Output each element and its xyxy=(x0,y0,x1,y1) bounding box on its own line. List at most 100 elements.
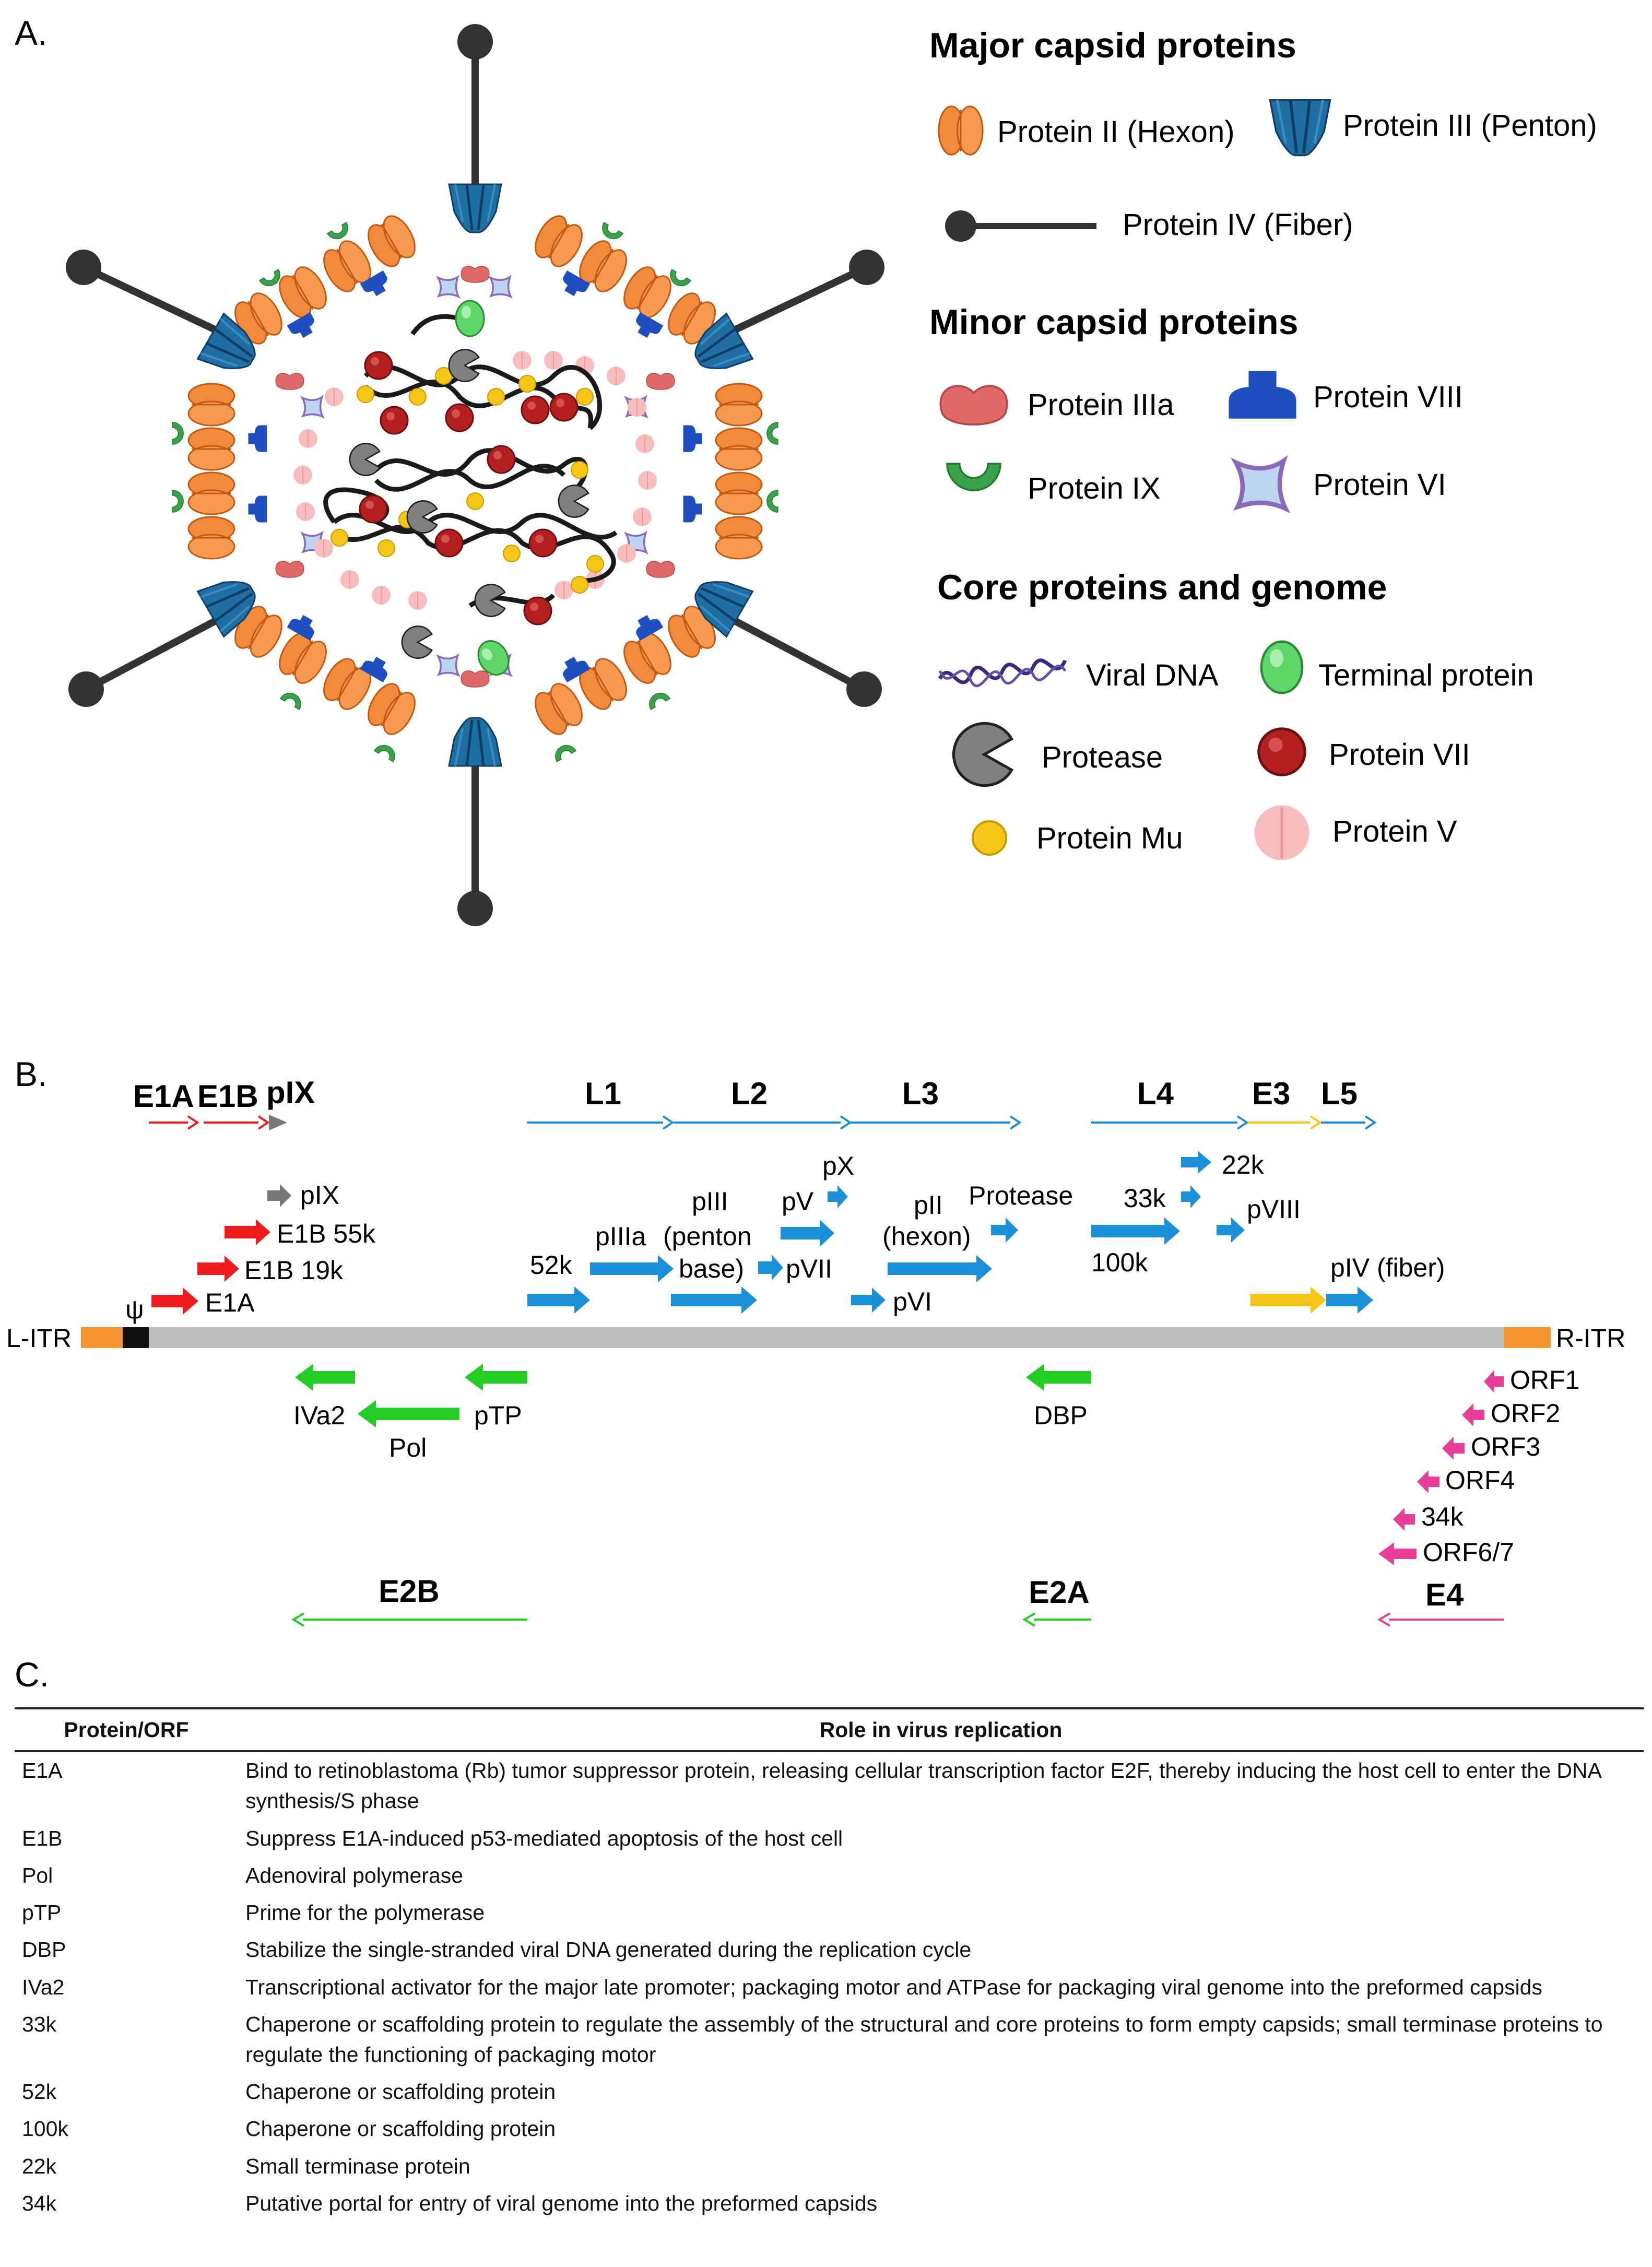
region-l4: L4 xyxy=(1137,1076,1174,1111)
row-role: Putative portal for entry of viral genom… xyxy=(245,2191,878,2215)
region-e2b: E2B xyxy=(379,1574,440,1609)
gene-orf67: ORF6/7 xyxy=(1423,1538,1514,1567)
gene-33k: 33k xyxy=(1124,1184,1166,1213)
row-role: Transcriptional activator for the major … xyxy=(245,1975,1543,1999)
legend-hexon: Protein II (Hexon) xyxy=(997,115,1235,149)
legend-p6: Protein VI xyxy=(1313,468,1446,502)
row-role: Small terminase protein xyxy=(245,2154,470,2178)
gene-pii-2: (hexon) xyxy=(882,1222,971,1251)
region-l3: L3 xyxy=(902,1076,939,1111)
psi-block xyxy=(123,1327,149,1348)
gene-52k: 52k xyxy=(530,1250,573,1280)
r-itr-label: R-ITR xyxy=(1556,1324,1625,1353)
region-e3: E3 xyxy=(1252,1076,1290,1111)
protease-legend-icon xyxy=(953,724,1011,786)
row-name: E1B xyxy=(22,1826,63,1850)
genome-map: L-ITR R-ITR ψ E1A E1B pIX L1 L2 L3 xyxy=(6,1075,1625,1627)
pix-unit-arrow xyxy=(269,1115,287,1130)
hexon-legend-icon xyxy=(938,105,984,156)
terminal-protein-legend-icon xyxy=(1261,642,1302,693)
gene-22k: 22k xyxy=(1222,1150,1265,1179)
legend-mu: Protein Mu xyxy=(1036,821,1183,855)
gene-pol: Pol xyxy=(389,1433,427,1462)
r-itr-block xyxy=(1504,1327,1551,1348)
row-name: pTP xyxy=(22,1900,62,1925)
figure-canvas: A. B. C. xyxy=(6,14,1625,1694)
region-l5: L5 xyxy=(1321,1076,1358,1111)
region-l1: L1 xyxy=(585,1076,621,1111)
protein-mu-legend-icon xyxy=(972,820,1007,856)
legend-p9: Protein IX xyxy=(1028,471,1161,505)
gene-piv: pIV (fiber) xyxy=(1330,1253,1445,1282)
table-row: Pol Adenoviral polymerase xyxy=(15,1857,1644,1894)
legend-major-heading: Major capsid proteins xyxy=(929,26,1296,65)
legend-p8: Protein VIII xyxy=(1313,380,1463,414)
legend-core-heading: Core proteins and genome xyxy=(937,568,1387,607)
header-role: Role in virus replication xyxy=(238,1707,1644,1753)
row-name: 22k xyxy=(22,2154,57,2178)
region-pix: pIX xyxy=(266,1075,315,1110)
row-name: E1A xyxy=(22,1758,63,1783)
row-role: Suppress E1A-induced p53-mediated apopto… xyxy=(245,1826,843,1850)
virion-diagram xyxy=(66,24,884,926)
row-role: Adenoviral polymerase xyxy=(245,1863,464,1887)
row-role: Chaperone or scaffolding protein to regu… xyxy=(245,2012,1603,2067)
protein-ix-legend-icon xyxy=(946,463,1001,491)
gene-pvi: pVI xyxy=(893,1287,932,1316)
row-name: DBP xyxy=(22,1938,66,1962)
row-name: 33k xyxy=(22,2012,57,2036)
e1-genes xyxy=(151,1184,291,1315)
panel-letter-b: B. xyxy=(15,1055,47,1093)
l-itr-block xyxy=(81,1327,123,1348)
protein-v-ring xyxy=(293,350,657,610)
table-row: 22k Small terminase protein xyxy=(15,2148,1644,2185)
legend-p7: Protein VII xyxy=(1329,738,1470,772)
gene-e1b19: E1B 19k xyxy=(244,1256,344,1285)
hexon-shell xyxy=(187,210,763,740)
protein-v-legend-icon xyxy=(1255,806,1309,860)
gene-e1b55: E1B 55k xyxy=(277,1219,376,1248)
row-name: 34k xyxy=(22,2191,57,2215)
gene-piii-2: (penton xyxy=(663,1222,752,1251)
gene-pviii: pVIII xyxy=(1247,1195,1301,1224)
gene-100k: 100k xyxy=(1091,1248,1148,1277)
gene-orf2: ORF2 xyxy=(1491,1399,1560,1428)
late-genes xyxy=(527,1151,1373,1314)
gene-e1a: E1A xyxy=(205,1288,255,1317)
region-e4: E4 xyxy=(1425,1577,1464,1612)
e3-gene xyxy=(1250,1286,1326,1314)
legend-p5: Protein V xyxy=(1332,814,1457,848)
row-name: Pol xyxy=(22,1863,53,1887)
protein-role-table: Protein/ORF Role in virus replication E1… xyxy=(15,1707,1644,2222)
l-itr-label: L-ITR xyxy=(6,1324,72,1353)
gene-orf4: ORF4 xyxy=(1445,1466,1515,1495)
table-header-row: Protein/ORF Role in virus replication xyxy=(15,1707,1644,1753)
psi-label: ψ xyxy=(125,1295,144,1324)
viral-dna-legend-icon xyxy=(938,658,1067,684)
gene-px: pX xyxy=(822,1151,854,1180)
row-role: Stabilize the single-stranded viral DNA … xyxy=(245,1938,972,1962)
region-e2a: E2A xyxy=(1029,1575,1090,1610)
header-protein: Protein/ORF xyxy=(15,1707,238,1753)
legend-protease: Protease xyxy=(1042,740,1163,774)
table-row: 34k Putative portal for entry of viral ge… xyxy=(15,2185,1644,2222)
row-name: 100k xyxy=(22,2117,68,2141)
gene-orf1: ORF1 xyxy=(1510,1365,1579,1395)
fiber-shafts xyxy=(82,42,868,908)
penton-legend-icon xyxy=(1270,100,1330,156)
gene-pii: pII xyxy=(914,1190,943,1220)
fiber-legend-icon xyxy=(945,210,1096,242)
protein-vi-legend-icon xyxy=(1236,461,1285,509)
row-name: 52k xyxy=(22,2080,57,2104)
region-l2: L2 xyxy=(731,1076,768,1111)
panel-letter-c: C. xyxy=(15,1655,49,1694)
region-e1a: E1A xyxy=(133,1079,194,1114)
legend-penton: Protein III (Penton) xyxy=(1343,109,1597,143)
table-row: 33k Chaperone or scaffolding protein to r… xyxy=(15,2006,1644,2073)
gene-dbp: DBP xyxy=(1034,1401,1088,1430)
